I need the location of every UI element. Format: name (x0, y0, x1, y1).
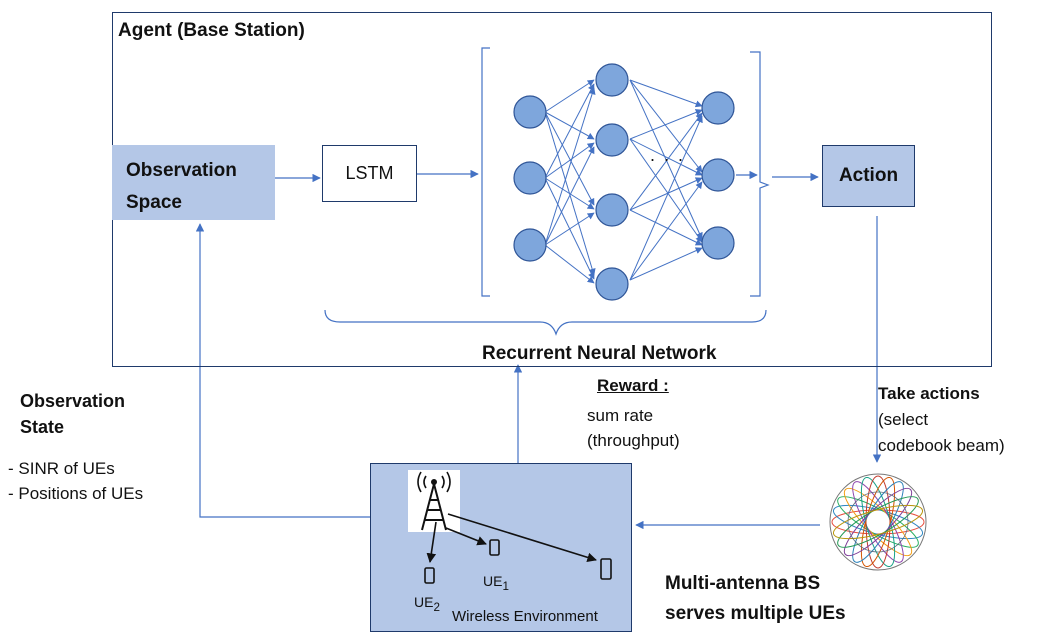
lstm-label: LSTM (345, 163, 394, 183)
rnn-label: Recurrent Neural Network (482, 343, 717, 364)
reward-line1: sum rate (587, 406, 654, 425)
hidden-node (595, 63, 629, 97)
bs-caption-line2: serves multiple UEs (665, 603, 846, 624)
observation-space-box: Observation Space (112, 145, 275, 220)
reward-title: Reward : (597, 376, 669, 395)
environment-to-obs-space-arrow (195, 223, 370, 518)
ue2-label: UE2 (414, 594, 440, 614)
action-box: Action (822, 145, 915, 207)
cell-tower-icon (408, 470, 460, 532)
take-actions-title: Take actions (878, 384, 980, 403)
bs-caption-line1: Multi-antenna BS (665, 573, 821, 594)
take-actions-line1: (select (878, 410, 929, 429)
input-node (513, 161, 547, 195)
observation-state-line1: Observation (20, 391, 126, 411)
output-node (701, 91, 735, 125)
observation-space-line2: Space (126, 192, 182, 213)
agent-title: Agent (Base Station) (118, 20, 305, 41)
ue2-phone-icon (424, 567, 435, 584)
codebook-beam-pattern-icon (829, 473, 927, 571)
output-node (701, 226, 735, 260)
lstm-box: LSTM (322, 145, 417, 202)
observation-state-line2: State (20, 417, 65, 437)
observation-space-line1: Observation (126, 160, 237, 181)
nn-edges (544, 79, 703, 284)
reward-line2: (throughput) (587, 431, 680, 450)
hidden-node (595, 193, 629, 227)
input-node (513, 95, 547, 129)
observation-item: - Positions of UEs (8, 484, 144, 503)
input-node (513, 228, 547, 262)
take-actions-line2: codebook beam) (878, 436, 1005, 455)
output-node (701, 158, 735, 192)
ue3-phone-icon (600, 558, 612, 580)
action-label: Action (838, 165, 899, 186)
rnn-left-bracket (481, 47, 490, 297)
hidden-node (595, 267, 629, 301)
observation-state-title: Observation State (20, 388, 125, 440)
ue1-label: UE1 (483, 573, 509, 593)
rnn-bottom-brace (324, 309, 767, 336)
flow-arrows (195, 169, 882, 530)
wireless-environment-label: Wireless Environment (452, 608, 598, 625)
nn-ellipsis: . . . (650, 145, 686, 165)
ue1-phone-icon (489, 539, 500, 556)
nn-nodes (513, 63, 735, 301)
hidden-node (595, 123, 629, 157)
observation-item: - SINR of UEs (8, 459, 115, 478)
rnn-right-bracket (750, 51, 770, 297)
